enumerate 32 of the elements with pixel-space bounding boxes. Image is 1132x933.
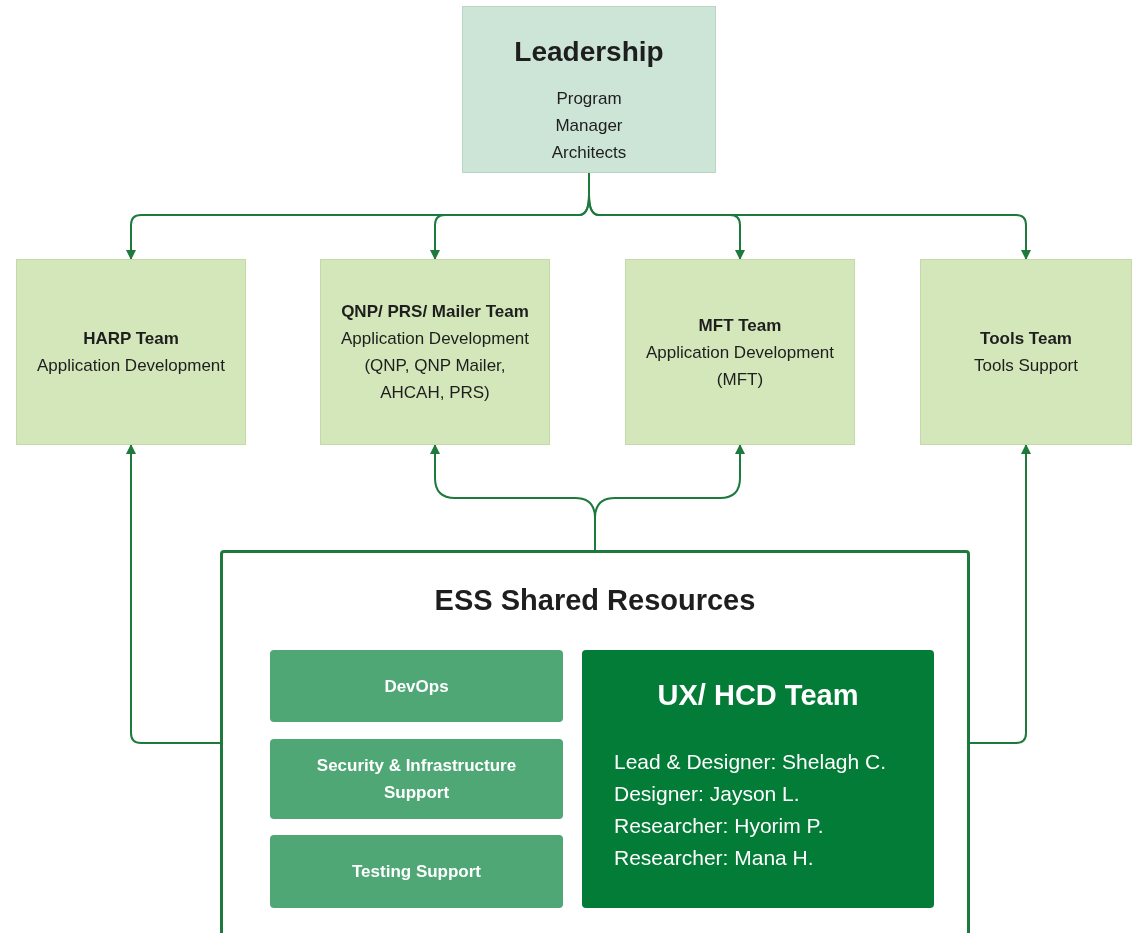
node-title: DevOps <box>383 675 450 698</box>
group-title: ESS Shared Resources <box>433 583 757 618</box>
node-text: Tools Support <box>974 355 1078 377</box>
team-box <box>920 259 1132 445</box>
team-box <box>270 835 563 908</box>
connector-arrow <box>594 444 745 551</box>
node-title: Tools Team <box>980 328 1072 350</box>
team-box <box>582 650 934 908</box>
team-box <box>320 259 550 445</box>
node-text: Application Development (QNP, QNP Mailer, AHCAH, PRS) <box>339 328 531 404</box>
node-title: HARP Team <box>83 328 179 350</box>
node-text: Application Development <box>36 355 226 377</box>
node-text: Application Development (MFT) <box>644 341 836 391</box>
team-box <box>270 739 563 819</box>
team-box <box>462 6 716 173</box>
node-title: UX/ HCD Team <box>656 678 860 713</box>
team-box <box>625 259 855 445</box>
team-box <box>270 650 563 722</box>
node-title: QNP/ PRS/ Mailer Team <box>341 301 529 323</box>
node-text: Program Manager Architects <box>550 88 628 164</box>
team-member: Lead & Designer: Shelagh C. <box>614 748 887 775</box>
node-title: Testing Support <box>350 861 483 883</box>
group-box <box>220 550 970 933</box>
node-title: Leadership <box>514 35 664 69</box>
node-title: MFT Team <box>698 314 782 337</box>
node-title: Security & Infrastructure Support <box>316 755 517 804</box>
team-member: Researcher: Mana H. <box>614 844 815 871</box>
team-member: Researcher: Hyorim P. <box>614 812 825 839</box>
connector-arrow <box>126 444 221 744</box>
connector-arrow <box>969 444 1031 744</box>
team-box <box>16 259 246 445</box>
team-member: Designer: Jayson L. <box>614 780 801 807</box>
